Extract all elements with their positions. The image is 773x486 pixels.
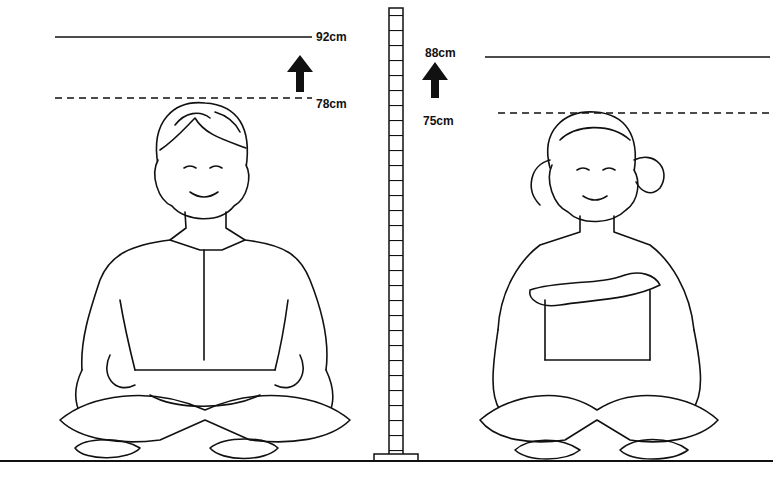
height-label: 92cm [316,30,347,44]
measuring-rod [374,8,418,461]
height-line-dashed [55,97,312,99]
height-line-dashed [498,112,770,114]
height-label: 75cm [423,114,454,128]
boy-figure [60,103,350,459]
height-label: 88cm [425,46,456,60]
up-arrow [287,55,313,92]
height-line [55,36,312,38]
height-label: 78cm [316,97,347,111]
ground-line [0,460,773,462]
height-line [485,56,770,58]
girl-figure [480,112,718,459]
up-arrow [422,62,448,98]
